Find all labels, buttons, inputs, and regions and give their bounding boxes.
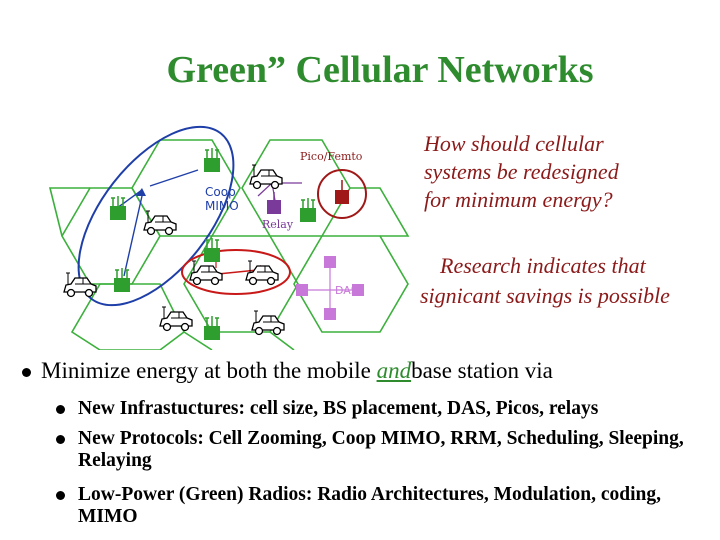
vehicles (63, 164, 285, 336)
sub-bullet-infrastructures: New Infrastuctures: cell size, BS placem… (56, 398, 720, 420)
main-bullet: Minimize energy at both the mobile andba… (20, 358, 553, 384)
research-line-1: Research indicates that (440, 253, 646, 278)
main-bullet-and: and (376, 358, 412, 383)
question-line-1: How should cellular (424, 131, 604, 156)
coop-mimo-label-2: MIMO (205, 199, 239, 213)
bullet-dot (56, 491, 65, 500)
sub-bullet-text: Low-Power (Green) Radios: Radio Architec… (78, 484, 661, 527)
coop-mimo-label-1: Coop (205, 185, 236, 199)
pico-femto-label: Pico/Femto (300, 150, 363, 163)
femto-cell (317, 169, 367, 219)
sub-bullet-radios: Low-Power (Green) Radios: Radio Architec… (56, 484, 720, 528)
research-text: Research indicates that signicant saving… (420, 251, 716, 311)
main-bullet-tail: base station via (411, 358, 553, 383)
bullet-dot (22, 368, 31, 378)
slide-title: Green” Cellular Networks (166, 49, 594, 91)
sub-bullet-protocols: New Protocols: Cell Zooming, Coop MIMO, … (56, 428, 720, 472)
bullet-dot (56, 435, 65, 444)
coop-mimo-group (77, 125, 235, 307)
relay-node (267, 192, 281, 214)
research-line-2: signicant savings is possible (420, 283, 670, 308)
question-line-3: for minimum energy? (424, 187, 613, 212)
das-label: DAS (335, 284, 358, 297)
hex-grid (48, 139, 410, 350)
base-stations (109, 147, 317, 341)
question-text: How should cellular systems be redesigne… (424, 130, 714, 214)
question-line-2: systems be redesigned (424, 159, 619, 184)
bullet-dot (56, 405, 65, 414)
sub-bullet-text: New Protocols: Cell Zooming, Coop MIMO, … (78, 428, 684, 471)
relay-label: Relay (262, 218, 294, 231)
cellular-network-diagram: Pico/Femto Coop MIMO Relay DAS (48, 125, 410, 350)
main-bullet-text: Minimize energy at both the mobile (41, 358, 377, 383)
das-nodes (296, 256, 364, 320)
sub-bullet-text: New Infrastuctures: cell size, BS placem… (78, 398, 599, 419)
